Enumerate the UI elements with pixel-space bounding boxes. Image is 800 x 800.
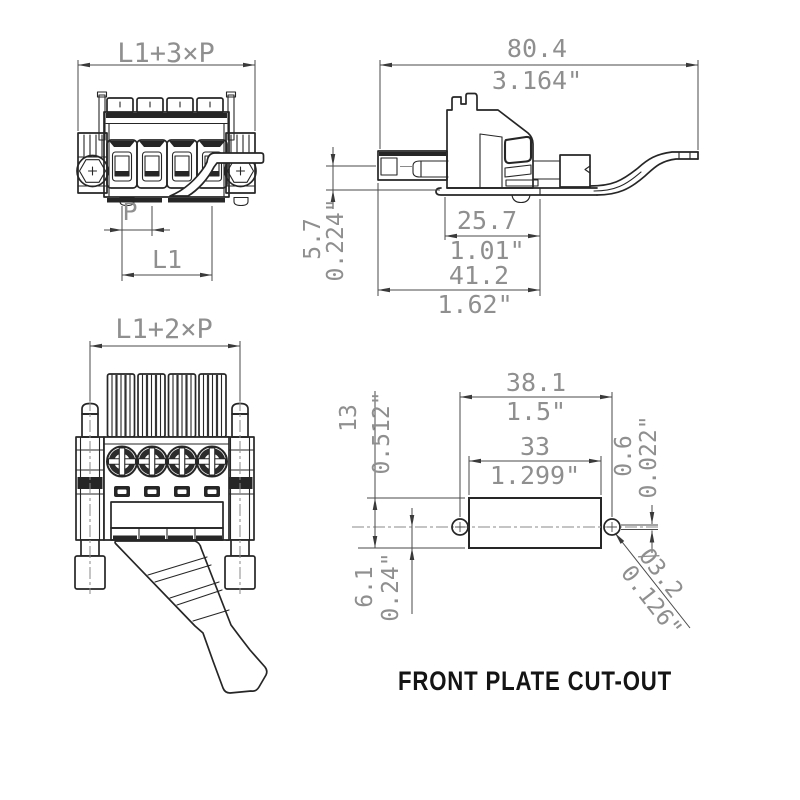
side-view-dimensions: 80.4 3.164" 5.7 0.224" 25.7 1.01": [300, 34, 699, 319]
dim-rear-overall-width-label: L1+2×P: [115, 314, 213, 345]
wire-bundle: [137, 373, 166, 438]
dim-overall-width-label: L1+3×P: [117, 38, 215, 69]
dim-pitch-label: P: [122, 197, 137, 226]
lever-hatch-lines: [147, 556, 230, 622]
cutout-part: [352, 497, 658, 549]
pole-opening: [106, 139, 138, 189]
dim-height-offset-inch: 0.224": [323, 198, 349, 281]
cutout-dimensions: 38.1 1.5" 33 1.299" 13 0.512": [336, 368, 691, 642]
locking-lever: [114, 540, 268, 694]
dim-cutout-width-inch: 1.299": [490, 461, 580, 490]
svg-text:5.7: 5.7: [300, 218, 326, 260]
wire-bundle: [167, 373, 197, 438]
dim-total-depth-inch: 1.62": [437, 290, 512, 319]
right-foot: [233, 196, 249, 207]
dim-cutout-height-mm: 13: [336, 404, 362, 432]
cutout-title: FRONT PLATE CUT-OUT: [398, 666, 672, 696]
right-mounting-hole: [603, 518, 621, 536]
dim-overall-length-mm: 80.4: [507, 34, 567, 63]
housing-outline: [446, 92, 534, 189]
latch-block: [559, 154, 591, 188]
wire-bundle: [106, 373, 136, 438]
dim-l1-label: L1: [152, 245, 182, 274]
dim-housing-depth-inch: 1.01": [449, 236, 524, 265]
left-flange: [76, 132, 109, 194]
screw-head: [196, 445, 228, 478]
svg-text:0.6: 0.6: [611, 435, 637, 477]
side-view-part: [377, 92, 699, 204]
svg-text:13: 13: [336, 404, 362, 432]
left-screw-head: [76, 154, 109, 188]
dim-height-offset-mm: 5.7: [300, 218, 326, 260]
shaft-tongue: [412, 160, 449, 178]
svg-text:0.24": 0.24": [378, 552, 404, 621]
dim-center-to-edge-inch: 0.24": [378, 552, 404, 621]
front-view-part: [76, 91, 265, 207]
mounting-flange: [589, 151, 699, 196]
dim-housing-depth-mm: 25.7: [457, 206, 517, 235]
side-view: 80.4 3.164" 5.7 0.224" 25.7 1.01": [300, 34, 699, 319]
dim-hole-spacing-inch: 1.5": [506, 397, 566, 426]
left-screw-hex: [78, 159, 107, 183]
dim-center-to-edge-mm: 6.1: [352, 566, 378, 608]
svg-text:0.512": 0.512": [369, 391, 395, 474]
pole-opening: [136, 139, 168, 189]
hole-diameter-leader: [614, 532, 691, 629]
rear-view-part: [74, 373, 268, 694]
bottom-bump: [511, 194, 531, 204]
dim-hole-offset-mm: 0.6: [611, 435, 637, 477]
dim-overall-length-inch: 3.164": [492, 66, 582, 95]
dim-hole-offset-inch: 0.022": [636, 415, 662, 498]
latch-window: [503, 135, 533, 165]
svg-text:0.224": 0.224": [323, 198, 349, 281]
terminal-caps: [106, 97, 224, 114]
coding-strap: [169, 152, 265, 197]
left-post-head: [96, 91, 108, 98]
front-view: L1+3×P P L1: [76, 38, 265, 281]
wire-screws: [106, 445, 228, 478]
svg-text:6.1: 6.1: [352, 566, 378, 608]
pole-openings: [106, 139, 228, 189]
pole-opening: [166, 139, 198, 189]
left-mounting-hole: [451, 518, 469, 536]
right-post-head: [225, 91, 237, 98]
rear-view-dimensions: L1+2×P: [89, 314, 241, 401]
dim-cutout-height-inch: 0.512": [369, 391, 395, 474]
screw-head: [106, 445, 138, 478]
test-slots: [114, 486, 220, 497]
svg-text:0.022": 0.022": [636, 415, 662, 498]
dim-cutout-width-mm: 33: [520, 432, 550, 461]
dim-hole-spacing-mm: 38.1: [506, 368, 566, 397]
screw-head: [136, 445, 168, 478]
left-foot: [119, 196, 135, 207]
rear-view: L1+2×P: [74, 314, 268, 694]
cutout-view: 38.1 1.5" 33 1.299" 13 0.512": [336, 368, 691, 696]
wire-bundle: [198, 373, 227, 438]
front-view-dimensions: L1+3×P P L1: [77, 38, 256, 281]
body-top-band: [106, 113, 227, 118]
screw-head: [166, 445, 198, 478]
wire-bundles: [106, 373, 227, 438]
cutout-rectangle: [468, 497, 602, 549]
dim-total-depth-mm: 41.2: [449, 261, 509, 290]
